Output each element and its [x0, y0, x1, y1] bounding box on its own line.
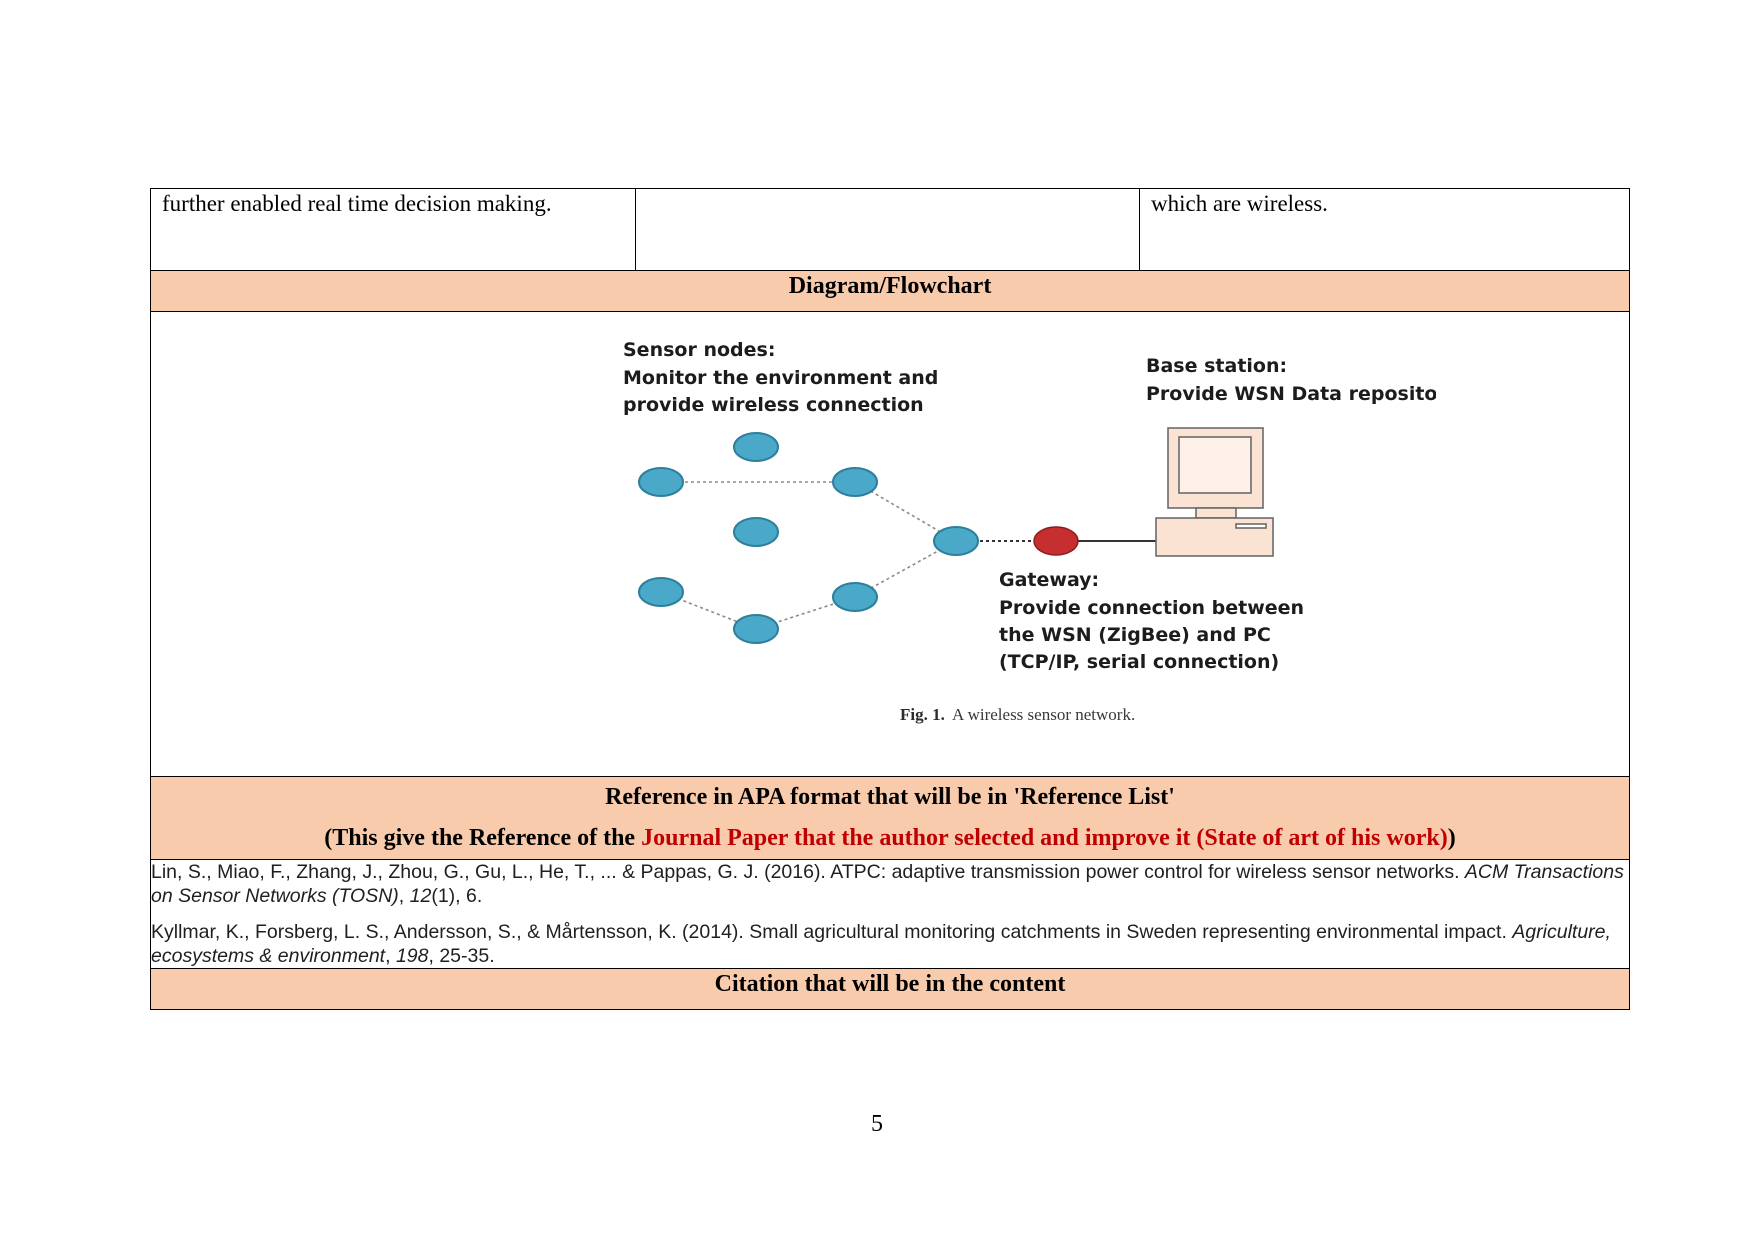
diagram-cell: Sensor nodes: Monitor the environment an… — [150, 311, 1630, 777]
computer-icon — [1155, 427, 1274, 557]
continuation-cell-1: further enabled real time decision makin… — [150, 188, 636, 271]
sensor-node — [832, 582, 878, 612]
screen-shape — [1178, 436, 1252, 494]
reference-entry: Lin, S., Miao, F., Zhang, J., Zhou, G., … — [151, 861, 1624, 907]
gateway-desc-1: Provide connection between — [999, 597, 1304, 619]
continuation-cell-2 — [635, 188, 1140, 271]
sensor-nodes-desc-1: Monitor the environment and — [623, 367, 938, 389]
citation-header-row: Citation that will be in the content — [150, 968, 1630, 1010]
figure-caption-label: Fig. 1. — [900, 705, 945, 724]
diagram-header: Diagram/Flowchart — [150, 270, 1630, 312]
reference-header-row: Reference in APA format that will be in … — [150, 776, 1630, 860]
sensor-node — [832, 467, 878, 497]
reference-header: Reference in APA format that will be in … — [150, 776, 1630, 860]
sensor-node — [638, 467, 684, 497]
reference-list-row: Lin, S., Miao, F., Zhang, J., Zhou, G., … — [150, 859, 1630, 969]
reference-volume: 12 — [409, 885, 432, 907]
reference-journal: ACM Transactions on Sensor Networks (TOS… — [151, 861, 1624, 907]
figure-caption-text: A wireless sensor network. — [952, 705, 1135, 724]
reference-header-highlight: Journal Paper that the author selected a… — [641, 825, 1448, 851]
reference-journal: Agriculture, ecosystems & environment — [151, 921, 1611, 967]
reference-entry: Kyllmar, K., Forsberg, L. S., Andersson,… — [151, 921, 1611, 967]
sensor-node — [638, 577, 684, 607]
gateway-node — [1033, 526, 1079, 556]
sensor-node — [733, 517, 779, 547]
sensor-nodes-desc-2: provide wireless connection — [623, 394, 924, 416]
gateway-title: Gateway: — [999, 569, 1099, 591]
sensor-nodes — [638, 432, 979, 644]
sensor-node — [733, 432, 779, 462]
reference-header-prefix: (This give the Reference of the — [324, 825, 642, 851]
reference-header-suffix: ) — [1447, 825, 1456, 851]
reference-header-line1: Reference in APA format that will be in … — [605, 784, 1175, 810]
research-table: further enabled real time decision makin… — [150, 188, 1630, 1010]
base-station-desc: Provide WSN Data repository — [1146, 383, 1436, 405]
wsn-diagram: Sensor nodes: Monitor the environment an… — [623, 339, 1436, 724]
sensor-nodes-title: Sensor nodes: — [623, 339, 775, 361]
drive-slot — [1235, 523, 1267, 529]
reference-list: Lin, S., Miao, F., Zhang, J., Zhou, G., … — [150, 859, 1630, 969]
gateway-desc-3: (TCP/IP, serial connection) — [999, 651, 1279, 673]
reference-header-line2: (This give the Reference of the Journal … — [151, 818, 1629, 859]
diagram-row: Sensor nodes: Monitor the environment an… — [150, 311, 1630, 777]
base-station-title: Base station: — [1146, 355, 1287, 377]
sensor-node — [733, 614, 779, 644]
stand-shape — [1195, 507, 1237, 519]
continuation-cell-3: which are wireless. — [1139, 188, 1630, 271]
reference-volume: 198 — [395, 945, 429, 967]
gateway-desc-2: the WSN (ZigBee) and PC — [999, 624, 1271, 646]
diagram-header-row: Diagram/Flowchart — [150, 270, 1630, 312]
citation-header: Citation that will be in the content — [150, 968, 1630, 1010]
sensor-node — [933, 526, 979, 556]
continuation-row: further enabled real time decision makin… — [150, 188, 1630, 271]
page-number: 5 — [871, 1111, 883, 1137]
